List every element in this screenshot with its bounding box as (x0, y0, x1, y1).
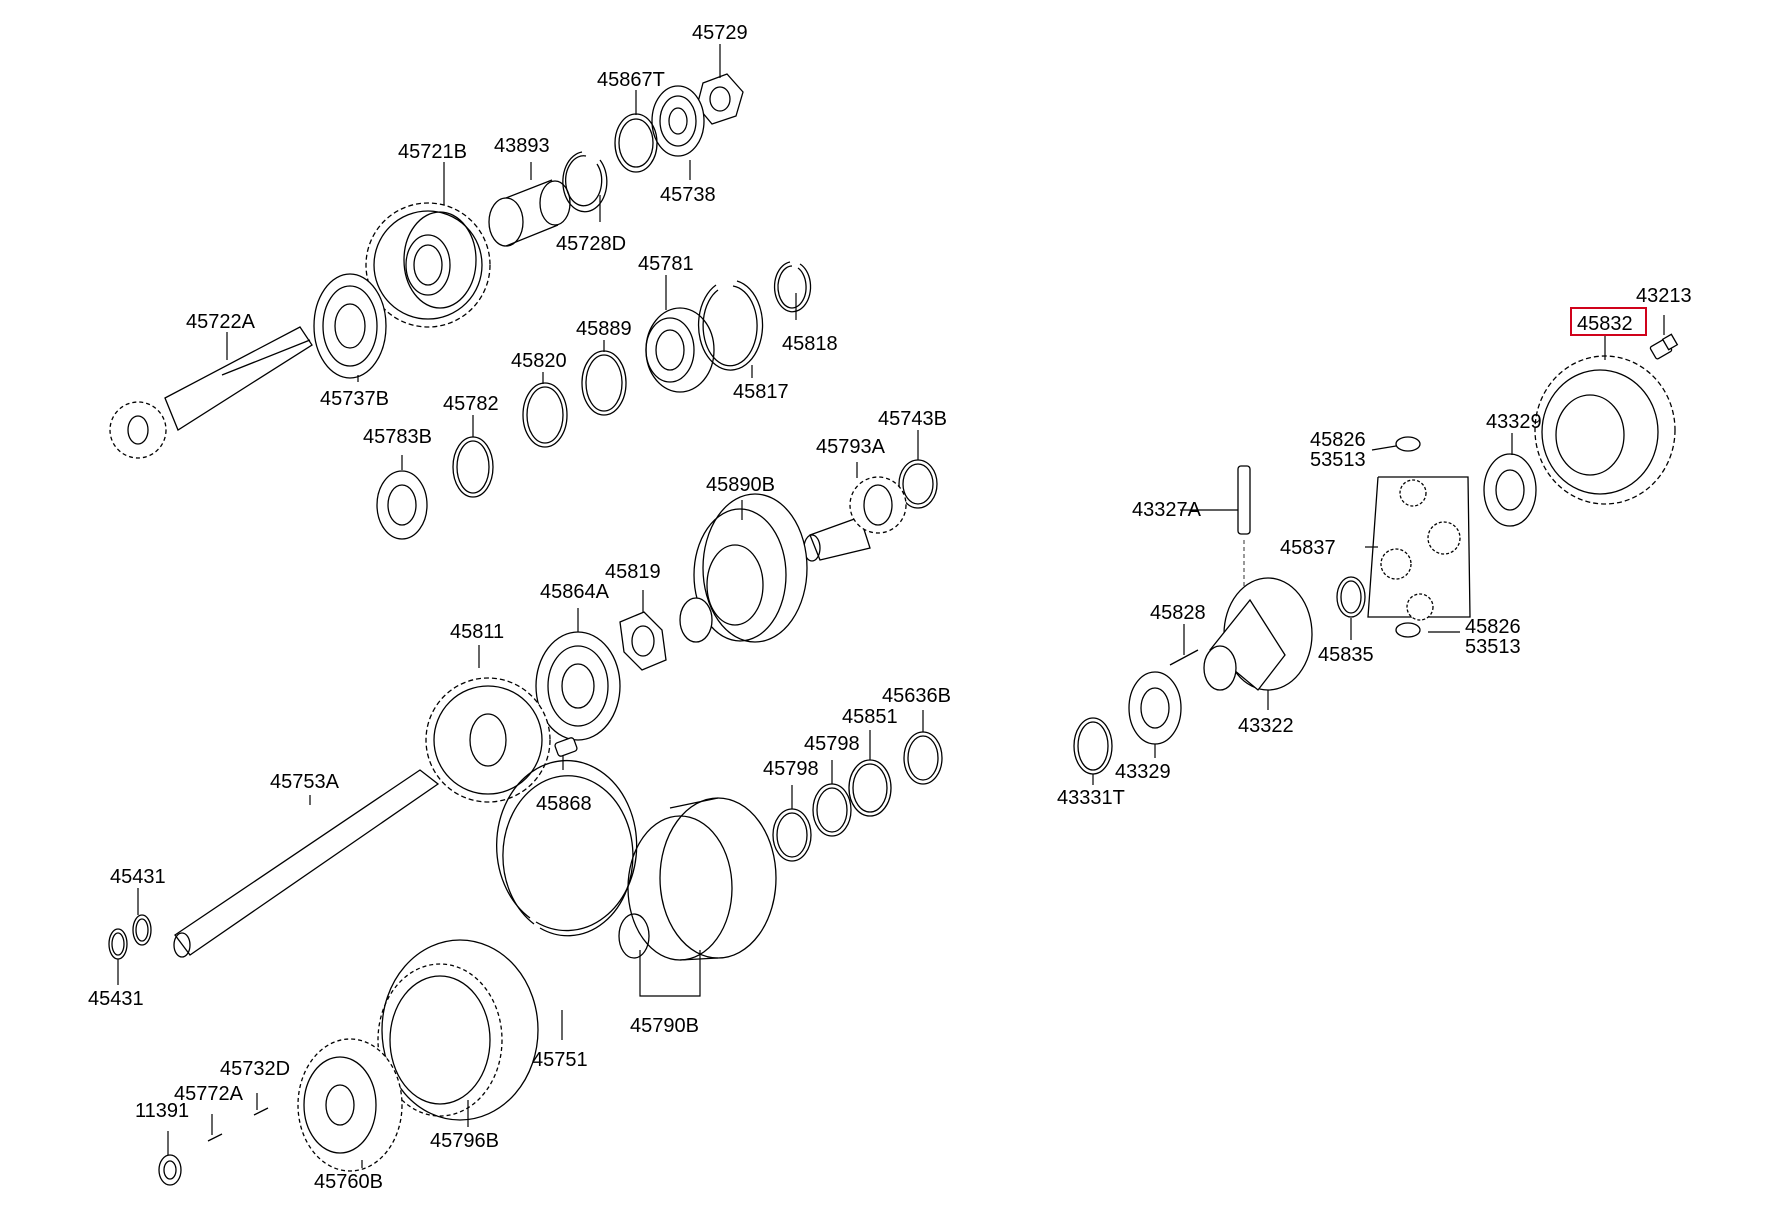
part-label-45743b[interactable]: 45743B (878, 408, 947, 430)
sleeve-43893-drawing (488, 179, 571, 247)
part-label-45431-upper[interactable]: 45431 (110, 866, 166, 888)
part-label-45728d[interactable]: 45728D (556, 233, 626, 255)
part-label-45753a[interactable]: 45753A (270, 771, 340, 793)
snaprings-45431-drawing (108, 914, 152, 960)
shaft-45722a-drawing (109, 326, 313, 459)
bearing-45864a-drawing (535, 631, 621, 741)
gear-45793a-drawing (803, 476, 907, 562)
part-label-43327a[interactable]: 43327A (1132, 499, 1202, 521)
highlight-box-45832 (1570, 307, 1647, 336)
leader-lines (117, 44, 1665, 1168)
hub-45781-drawing (645, 307, 715, 393)
part-label-53513-lower[interactable]: 53513 (1465, 636, 1521, 658)
ring-45867t-drawing (614, 113, 658, 173)
part-label-45790b[interactable]: 45790B (630, 1015, 699, 1037)
bearing-43329-lower-drawing (1128, 671, 1182, 745)
part-label-45818[interactable]: 45818 (782, 333, 838, 355)
part-label-45431-lower[interactable]: 45431 (88, 988, 144, 1010)
carrier-45890b-drawing (679, 493, 808, 643)
snapring-45818-drawing (773, 261, 812, 313)
part-label-45751[interactable]: 45751 (532, 1049, 588, 1071)
ringgear-45796b-drawing (377, 939, 539, 1121)
washers-45826-drawing (1395, 436, 1421, 638)
part-label-45782[interactable]: 45782 (443, 393, 499, 415)
part-label-45817[interactable]: 45817 (733, 381, 789, 403)
pins-washer-drawing (158, 1107, 269, 1186)
part-label-43329-lower[interactable]: 43329 (1115, 761, 1171, 783)
part-label-45864a[interactable]: 45864A (540, 581, 610, 603)
part-label-45835[interactable]: 45835 (1318, 644, 1374, 666)
part-label-45783b[interactable]: 45783B (363, 426, 432, 448)
pin-43327a-drawing (1237, 465, 1251, 600)
part-label-45819[interactable]: 45819 (605, 561, 661, 583)
part-label-45798-lower[interactable]: 45798 (763, 758, 819, 780)
pin-45828-drawing (1169, 649, 1199, 666)
snapring-45728d-drawing (562, 151, 608, 213)
part-drawings (108, 73, 1679, 1186)
part-label-45732d[interactable]: 45732D (220, 1058, 290, 1080)
bolt-45868-drawing (554, 737, 578, 757)
ring-45820-drawing (522, 382, 568, 448)
part-label-45868[interactable]: 45868 (536, 793, 592, 815)
part-label-45826-upper[interactable]: 45826 (1310, 429, 1366, 451)
ring-45889-drawing (581, 350, 627, 416)
ring-45782-drawing (452, 436, 494, 498)
part-label-45738[interactable]: 45738 (660, 184, 716, 206)
part-label-45722a[interactable]: 45722A (186, 311, 256, 333)
part-label-45837[interactable]: 45837 (1280, 537, 1336, 559)
bearing-43329-upper-drawing (1483, 453, 1537, 527)
part-label-45737b[interactable]: 45737B (320, 388, 389, 410)
part-label-43213[interactable]: 43213 (1636, 285, 1692, 307)
part-label-45760b[interactable]: 45760B (314, 1171, 383, 1193)
part-label-43893[interactable]: 43893 (494, 135, 550, 157)
nut-45819-drawing (619, 611, 667, 671)
gear-45811-drawing (425, 677, 551, 803)
case-43322-drawing (1203, 577, 1313, 691)
part-label-45851[interactable]: 45851 (842, 706, 898, 728)
snapring-45817-drawing (697, 280, 764, 371)
part-label-43331t[interactable]: 43331T (1057, 787, 1125, 809)
washer-45783b-drawing (376, 470, 428, 540)
part-label-11391[interactable]: 11391 (135, 1100, 189, 1122)
shaft-45753a-drawing (173, 769, 440, 958)
gearset-45837-drawing (1367, 476, 1471, 621)
bolt-43213-drawing (1649, 333, 1679, 360)
part-label-45820[interactable]: 45820 (511, 350, 567, 372)
part-label-45772a[interactable]: 45772A (174, 1083, 244, 1105)
carrier-45760b-drawing (297, 1038, 403, 1172)
part-label-45889[interactable]: 45889 (576, 318, 632, 340)
part-label-45828[interactable]: 45828 (1150, 602, 1206, 624)
part-label-45867t[interactable]: 45867T (597, 69, 665, 91)
snapring-45751-drawing (496, 759, 638, 937)
part-label-45781[interactable]: 45781 (638, 253, 694, 275)
part-label-45796b[interactable]: 45796B (430, 1130, 499, 1152)
part-label-45729[interactable]: 45729 (692, 22, 748, 44)
part-label-45793a[interactable]: 45793A (816, 436, 886, 458)
shim-43331t-drawing (1073, 717, 1113, 775)
bearing-45738-drawing (651, 85, 705, 157)
part-label-45832[interactable]: 45832 (1577, 313, 1633, 335)
part-label-43329-upper[interactable]: 43329 (1486, 411, 1542, 433)
finalgear-45832-drawing (1534, 355, 1676, 505)
part-label-45826-lower[interactable]: 45826 (1465, 616, 1521, 638)
part-label-45636b[interactable]: 45636B (882, 685, 951, 707)
part-labels: 45729 45867T 45721B 43893 45738 45728D 4… (88, 22, 1692, 1193)
drum-45790b-drawing (618, 797, 777, 961)
gear-45721b-drawing (365, 202, 491, 328)
part-label-45721b[interactable]: 45721B (398, 141, 467, 163)
part-label-45890b[interactable]: 45890B (706, 474, 775, 496)
part-label-53513-upper[interactable]: 53513 (1310, 449, 1366, 471)
bearing-45737b-drawing (313, 273, 387, 379)
part-label-43322[interactable]: 43322 (1238, 715, 1294, 737)
washer-45835-drawing (1336, 576, 1366, 618)
part-label-45811[interactable]: 45811 (450, 621, 504, 643)
part-label-45798-upper[interactable]: 45798 (804, 733, 860, 755)
